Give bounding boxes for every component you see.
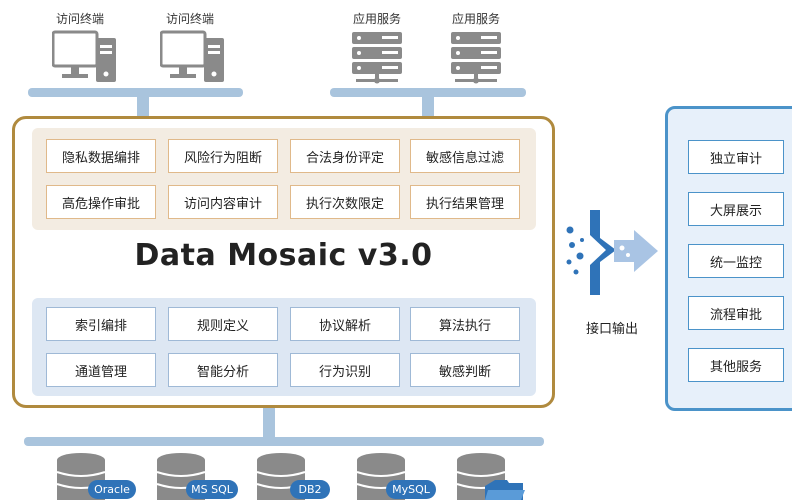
database-label-oracle: Oracle <box>88 480 136 499</box>
module-identity-evaluation: 合法身份评定 <box>290 139 400 173</box>
output-other-services: 其他服务 <box>688 348 784 382</box>
module-index-orchestration: 索引编排 <box>46 307 156 341</box>
client-label-1: 访问终端 <box>55 12 104 26</box>
module-sensitive-filter: 敏感信息过滤 <box>410 139 520 173</box>
output-independent-audit: 独立审计 <box>688 140 784 174</box>
module-protocol-parsing: 协议解析 <box>290 307 400 341</box>
server-rack-icon <box>451 32 501 84</box>
desktop-computer-icon <box>160 30 224 82</box>
server-label-1: 应用服务 <box>352 12 401 26</box>
server-connector-stem <box>422 92 434 117</box>
server-rack-icon <box>352 32 402 84</box>
data-output-arrow-icon <box>566 210 658 295</box>
output-big-screen-display: 大屏展示 <box>688 192 784 226</box>
database-label-mssql: MS SQL <box>186 480 238 499</box>
module-execution-limit: 执行次数限定 <box>290 185 400 219</box>
database-connector-bar <box>24 437 544 446</box>
module-smart-analysis: 智能分析 <box>168 353 278 387</box>
database-label-db2: DB2 <box>290 480 330 499</box>
product-title: Data Mosaic v3.0 <box>134 238 433 273</box>
database-folder-icon <box>456 453 525 500</box>
module-sensitive-judgment: 敏感判断 <box>410 353 520 387</box>
module-privacy-orchestration: 隐私数据编排 <box>46 139 156 173</box>
database-connector-stem <box>263 408 275 438</box>
module-high-risk-approval: 高危操作审批 <box>46 185 156 219</box>
desktop-computer-icon <box>52 30 116 82</box>
module-risk-blocking: 风险行为阻断 <box>168 139 278 173</box>
module-behavior-recognition: 行为识别 <box>290 353 400 387</box>
client-label-2: 访问终端 <box>165 12 214 26</box>
module-rule-definition: 规则定义 <box>168 307 278 341</box>
client-connector-stem <box>137 92 149 117</box>
output-unified-monitoring: 统一监控 <box>688 244 784 278</box>
database-label-mysql: MySQL <box>386 480 436 499</box>
module-algorithm-execution: 算法执行 <box>410 307 520 341</box>
module-content-audit: 访问内容审计 <box>168 185 278 219</box>
interface-output-label: 接口输出 <box>585 322 638 337</box>
module-result-management: 执行结果管理 <box>410 185 520 219</box>
server-label-2: 应用服务 <box>451 12 500 26</box>
module-channel-management: 通道管理 <box>46 353 156 387</box>
client-connector-bar <box>28 88 243 97</box>
output-process-approval: 流程审批 <box>688 296 784 330</box>
